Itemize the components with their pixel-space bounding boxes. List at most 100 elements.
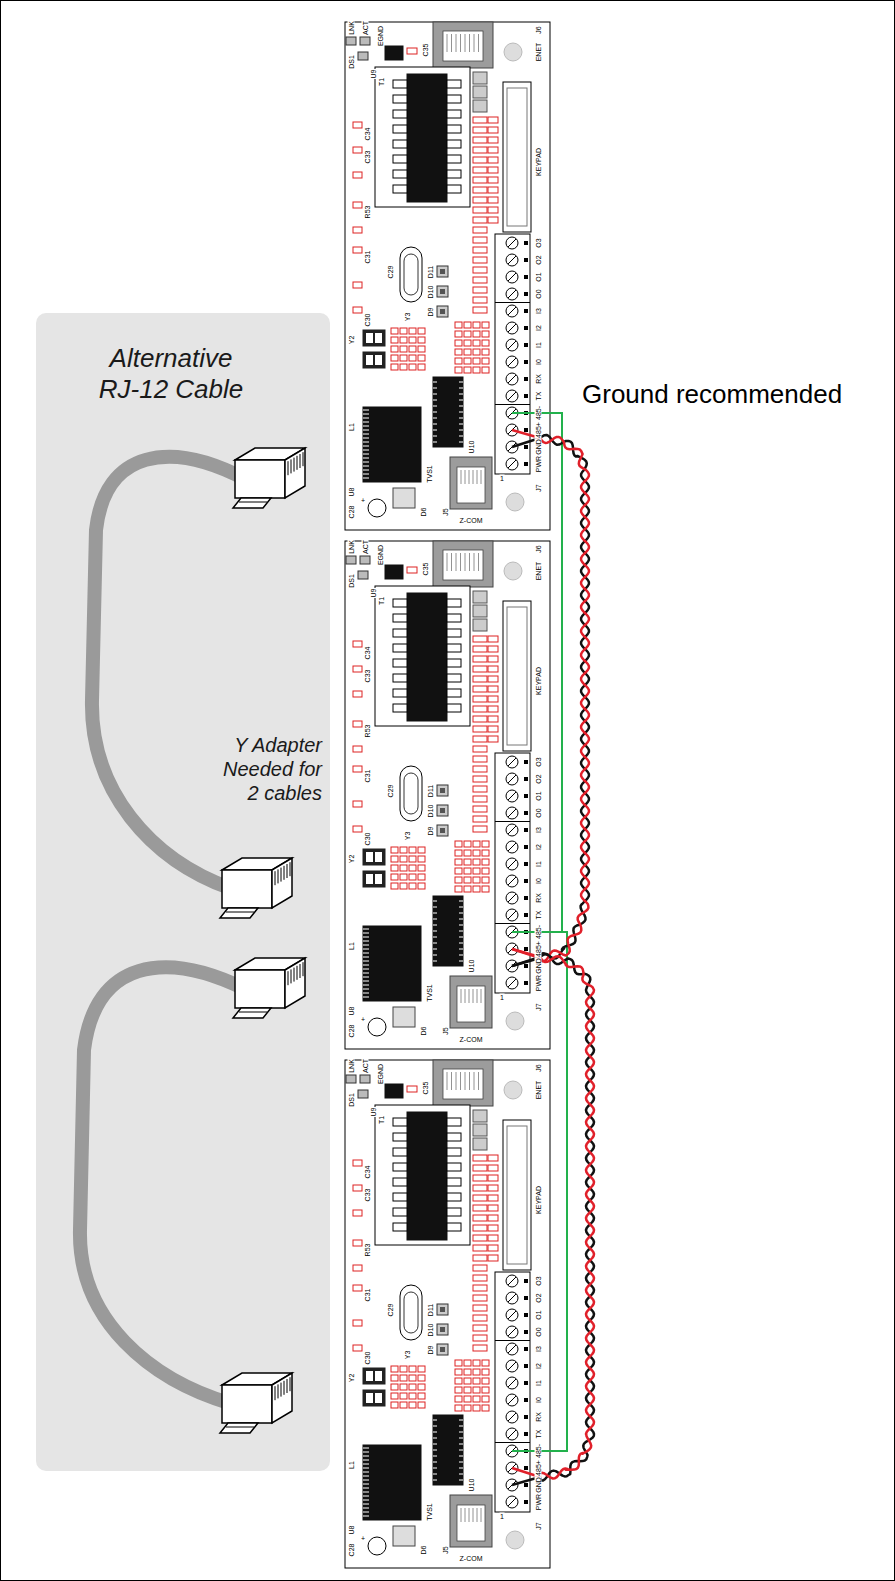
- circuit-board: [345, 541, 550, 1049]
- resistor-symbol: [455, 331, 462, 337]
- jack-contact: [456, 553, 457, 571]
- resistor-symbol: [473, 1265, 487, 1271]
- screw-slot: [508, 239, 516, 247]
- resistor-symbol: [473, 1185, 487, 1191]
- jack-contact: [473, 989, 474, 1003]
- part-label: R53: [364, 1243, 371, 1257]
- part-label: TVS1: [426, 1503, 433, 1522]
- terminal-screw: [506, 322, 518, 334]
- resistor-symbol: [473, 676, 487, 682]
- resistor-symbol: [407, 48, 417, 54]
- part-label: C28: [348, 1543, 355, 1557]
- terminal-pad: [524, 1398, 528, 1402]
- led-symbol: [346, 37, 356, 45]
- led-die: [440, 1327, 445, 1332]
- chip-pin: [363, 961, 369, 962]
- capacitor-symbol: [368, 499, 386, 517]
- resistor-symbol: [400, 1393, 407, 1399]
- part-label: D9: [427, 826, 434, 836]
- resistor-symbol: [473, 766, 487, 772]
- resistor-symbol: [482, 367, 489, 373]
- keypad-slot: [507, 88, 527, 226]
- part-label: C31: [364, 1288, 371, 1302]
- part-label: J7: [535, 1003, 542, 1011]
- capacitor-symbol: [473, 591, 487, 603]
- part-label: ENET: [535, 1080, 542, 1100]
- chip-pin: [363, 1504, 369, 1505]
- chip-pin: [459, 442, 463, 443]
- part-label: RX: [535, 1412, 542, 1423]
- resistor-symbol: [473, 706, 487, 712]
- screw-slot: [508, 792, 516, 800]
- rj12-opening: [457, 467, 485, 503]
- plug-contact: [300, 454, 301, 468]
- resistor-symbol: [473, 237, 487, 243]
- chip-pin: [433, 1480, 437, 1481]
- resistor-symbol: [409, 1384, 416, 1390]
- resistor-symbol: [473, 1335, 487, 1341]
- plug-contact: [278, 1384, 279, 1398]
- resistor-symbol: [473, 247, 487, 253]
- part-label: C34: [364, 1165, 371, 1179]
- resistor-symbol: [482, 886, 489, 892]
- led-symbol: [346, 1075, 356, 1083]
- part-label: EGND: [377, 1063, 384, 1084]
- plug-contact: [275, 871, 276, 885]
- part-label: C29: [387, 1303, 394, 1317]
- resistor-symbol: [418, 874, 425, 880]
- jack-contact: [469, 1508, 470, 1522]
- resistor-symbol: [464, 877, 471, 883]
- part-label: R53: [364, 724, 371, 738]
- chip-pin: [363, 933, 369, 934]
- terminal-screw: [506, 1326, 518, 1338]
- part-label: U9: [370, 588, 377, 598]
- chip-pin: [433, 943, 437, 944]
- resistor-symbol: [473, 167, 487, 173]
- chip-pin: [447, 674, 461, 682]
- resistor-symbol: [409, 865, 416, 871]
- screw-slot: [508, 758, 516, 766]
- jumper-pin: [366, 333, 373, 343]
- note-label: Ground recommended: [582, 380, 842, 409]
- jumper-pin: [375, 355, 382, 365]
- part-label: J5: [442, 1027, 449, 1035]
- terminal-pad: [524, 1296, 528, 1300]
- resistor-symbol: [473, 267, 487, 273]
- screw-slot: [508, 256, 516, 264]
- plug-face: [235, 970, 285, 1008]
- resistor-symbol: [400, 865, 407, 871]
- part-label: D11: [427, 265, 434, 278]
- chip-pin: [393, 614, 407, 622]
- chip-pin: [447, 1223, 461, 1231]
- resistor-symbol: [488, 167, 498, 173]
- resistor-symbol: [473, 806, 487, 812]
- part-label: O0: [535, 1327, 542, 1337]
- resistor-symbol: [464, 340, 471, 346]
- jack-contact: [447, 553, 448, 571]
- terminal-screw: [506, 390, 518, 402]
- terminal-screw: [506, 254, 518, 266]
- chip-pin: [447, 1133, 461, 1141]
- chip-pin: [363, 1456, 369, 1457]
- resistor-symbol: [482, 1396, 489, 1402]
- chip-pin: [433, 1426, 437, 1427]
- part-label: D6: [420, 507, 427, 517]
- terminal-screw: [506, 1411, 518, 1423]
- part-label: C33: [364, 1188, 371, 1202]
- terminal-block: [495, 234, 530, 474]
- jumper-pin: [375, 333, 382, 343]
- mounting-hole: [506, 1531, 524, 1549]
- terminal-pad: [524, 360, 528, 364]
- part-label: C33: [364, 150, 371, 164]
- chip-pin: [393, 155, 407, 163]
- resistor-symbol: [400, 847, 407, 853]
- resistor-symbol: [488, 736, 498, 742]
- terminal-screw: [506, 458, 518, 470]
- part-label: EGND: [377, 544, 384, 565]
- chip-pin: [447, 1208, 461, 1216]
- crystal-symbol: [400, 766, 422, 821]
- resistor-symbol: [473, 287, 487, 293]
- resistor-symbol: [391, 328, 398, 334]
- jumper-pin: [366, 852, 373, 862]
- resistor-symbol: [409, 1375, 416, 1381]
